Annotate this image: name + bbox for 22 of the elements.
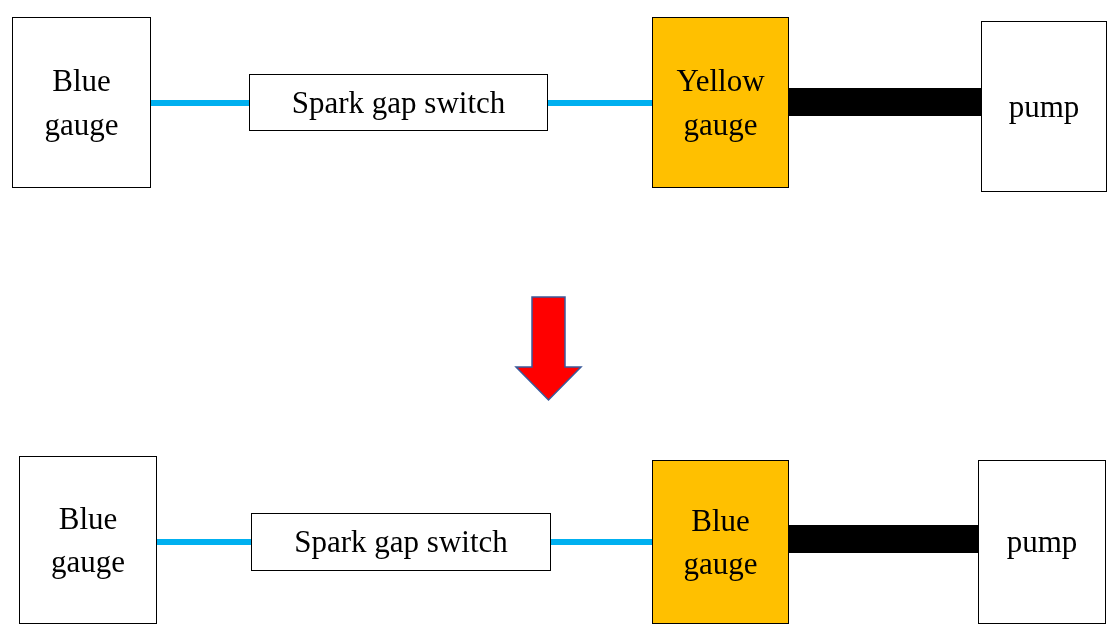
component-label: Spark gap switch xyxy=(294,523,508,562)
connector-line xyxy=(551,539,652,545)
component-box xyxy=(978,460,1106,624)
connector-line xyxy=(548,100,652,106)
component-label: pump xyxy=(1008,87,1080,126)
component-box xyxy=(981,21,1107,192)
component-box xyxy=(251,513,551,571)
component-box xyxy=(652,17,789,188)
component-label: pump xyxy=(1006,523,1078,562)
connector-line xyxy=(157,539,251,545)
connector-line xyxy=(151,100,249,106)
component-box xyxy=(652,460,789,624)
thick-connector xyxy=(789,88,981,116)
component-label: Blue gauge xyxy=(50,499,126,581)
component-label: Yellow gauge xyxy=(675,62,766,144)
component-box xyxy=(12,17,151,188)
component-box xyxy=(249,74,548,131)
component-label: Blue gauge xyxy=(682,501,759,583)
component-label: Blue gauge xyxy=(43,62,120,144)
component-label: Spark gap switch xyxy=(291,83,506,122)
thick-connector xyxy=(789,525,978,553)
component-box xyxy=(19,456,157,624)
